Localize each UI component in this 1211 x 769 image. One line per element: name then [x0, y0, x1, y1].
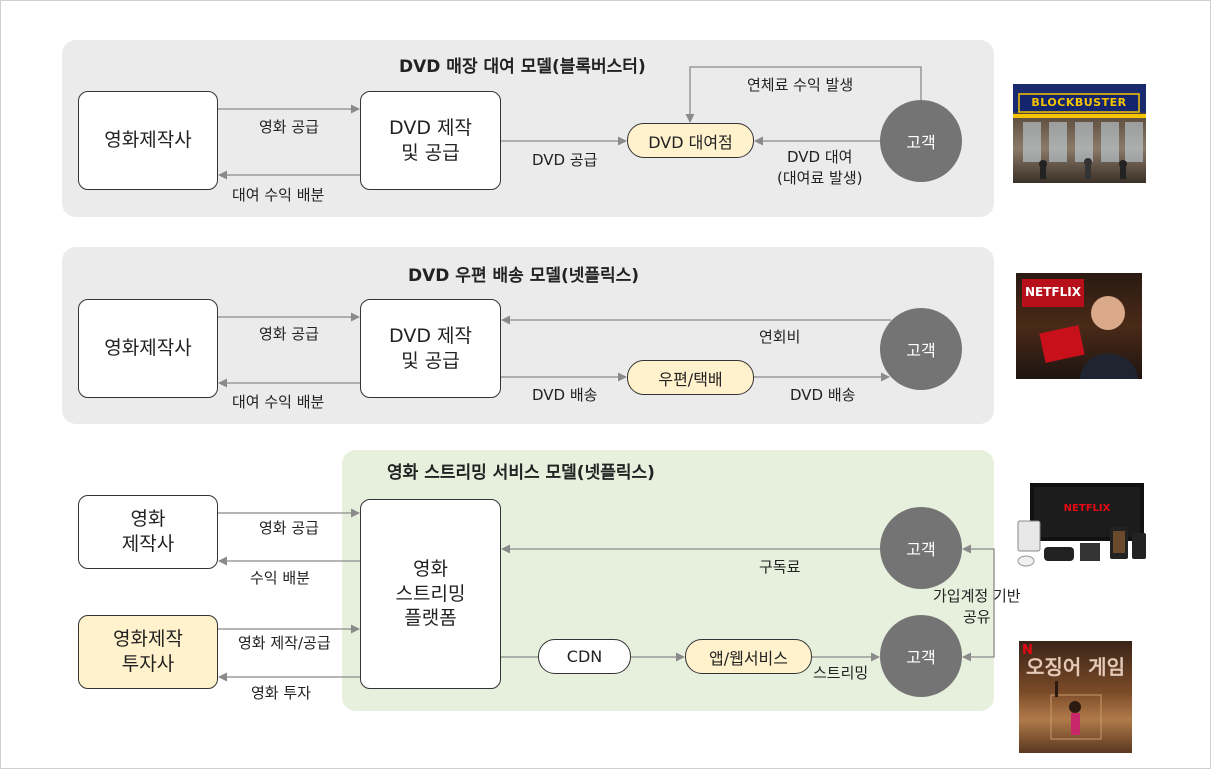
poster-title-text: 오징어 게임 — [1026, 655, 1125, 679]
panel2-customer-node: 고객 — [880, 308, 962, 390]
panel3-label-supply: 영화 공급 — [259, 519, 319, 537]
panel3-title: 영화 스트리밍 서비스 모델(넷플릭스) — [387, 463, 655, 483]
panel3-label-revenue: 수익 배분 — [250, 569, 310, 587]
panel1-title: DVD 매장 대여 모델(블록버스터) — [399, 57, 646, 77]
devices-screen-text: NETFLIX — [1063, 503, 1111, 514]
panel1-rental-store-node: DVD 대여점 — [627, 123, 754, 158]
poster-netflix-logo: N — [1022, 643, 1033, 658]
panel3-investor-node: 영화제작 투자사 — [78, 615, 218, 689]
panel2-label-dvd-ship-1: DVD 배송 — [532, 386, 598, 404]
panel2-label-dvd-ship-2: DVD 배송 — [790, 386, 856, 404]
arrow-p3-share-down — [962, 601, 995, 662]
panel3-label-invest: 영화 투자 — [251, 684, 311, 702]
panel2-label-annual-fee: 연회비 — [759, 328, 801, 346]
arrow-p1-late-fee — [685, 66, 922, 123]
panel1-producer-node: DVD 제작 및 공급 — [360, 91, 501, 190]
panel3-label-account-share: 가입계정 기반 공유 — [933, 587, 1021, 626]
panel1-label-rental: DVD 대여 (대여료 발생) — [777, 148, 863, 187]
panel1-label-late-fee: 연체료 수익 발생 — [747, 76, 854, 94]
panel3-cdn-node: CDN — [538, 639, 631, 674]
netflix-sign-text: NETFLIX — [1025, 285, 1081, 299]
panel3-platform-node: 영화 스트리밍 플랫폼 — [360, 499, 501, 689]
photo-blockbuster-store: BLOCKBUSTER — [1013, 84, 1146, 183]
panel2-title: DVD 우편 배송 모델(넷플릭스) — [408, 266, 640, 286]
photo-netflix-ceo: NETFLIX — [1016, 273, 1142, 379]
panel1-label-supply: 영화 공급 — [259, 118, 319, 136]
panel2-mail-node: 우편/택배 — [627, 360, 754, 395]
panel3-customer-node-2: 고객 — [880, 615, 962, 697]
panel1-customer-node: 고객 — [880, 100, 962, 182]
panel3-label-produce: 영화 제작/공급 — [238, 634, 331, 652]
devices-art — [1017, 483, 1146, 567]
panel3-label-streaming: 스트리밍 — [813, 664, 869, 682]
panel2-producer-node: DVD 제작 및 공급 — [360, 299, 501, 398]
panel1-studio-node: 영화제작사 — [78, 91, 218, 190]
panel3-label-subscription: 구독료 — [759, 558, 801, 576]
panel2-studio-node: 영화제작사 — [78, 299, 218, 398]
panel1-label-revenue: 대여 수익 배분 — [232, 186, 325, 204]
arrow-p3-share-up — [962, 544, 995, 601]
panel1-label-dvd-supply: DVD 공급 — [532, 151, 598, 169]
panel2-label-supply: 영화 공급 — [259, 325, 319, 343]
panel3-studio-node: 영화 제작사 — [78, 495, 218, 569]
blockbuster-sign-text: BLOCKBUSTER — [1031, 96, 1127, 109]
photo-squid-game-poster: N 오징어 게임 — [1019, 641, 1132, 753]
panel2-label-revenue: 대여 수익 배분 — [232, 393, 325, 411]
panel3-customer-node-1: 고객 — [880, 507, 962, 589]
panel3-app-node: 앱/웹서비스 — [685, 639, 812, 674]
blockbuster-art — [1013, 93, 1146, 179]
poster-art — [1050, 681, 1102, 740]
photo-netflix-devices: NETFLIX — [1014, 481, 1149, 576]
netflix-ceo-art — [1022, 279, 1138, 379]
